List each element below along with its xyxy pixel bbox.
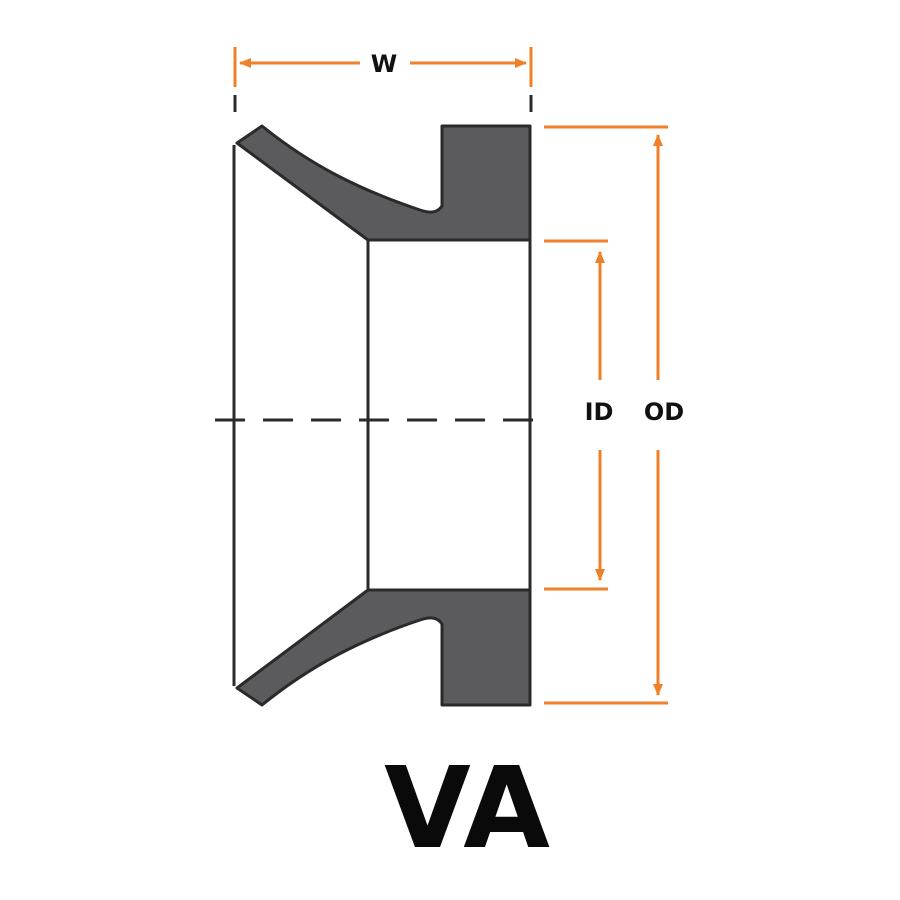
- seal-top-lip: [235, 124, 532, 242]
- seal-cross-section: [235, 124, 532, 707]
- outer-diameter-dimension: OD: [544, 125, 684, 705]
- id-label: ID: [585, 398, 614, 426]
- width-dimension: W: [233, 47, 533, 112]
- inner-diameter-dimension: ID: [544, 239, 614, 591]
- width-label: W: [371, 50, 397, 78]
- profile-name: VA: [384, 744, 550, 874]
- seal-bottom-lip: [235, 588, 532, 707]
- od-label: OD: [644, 398, 684, 426]
